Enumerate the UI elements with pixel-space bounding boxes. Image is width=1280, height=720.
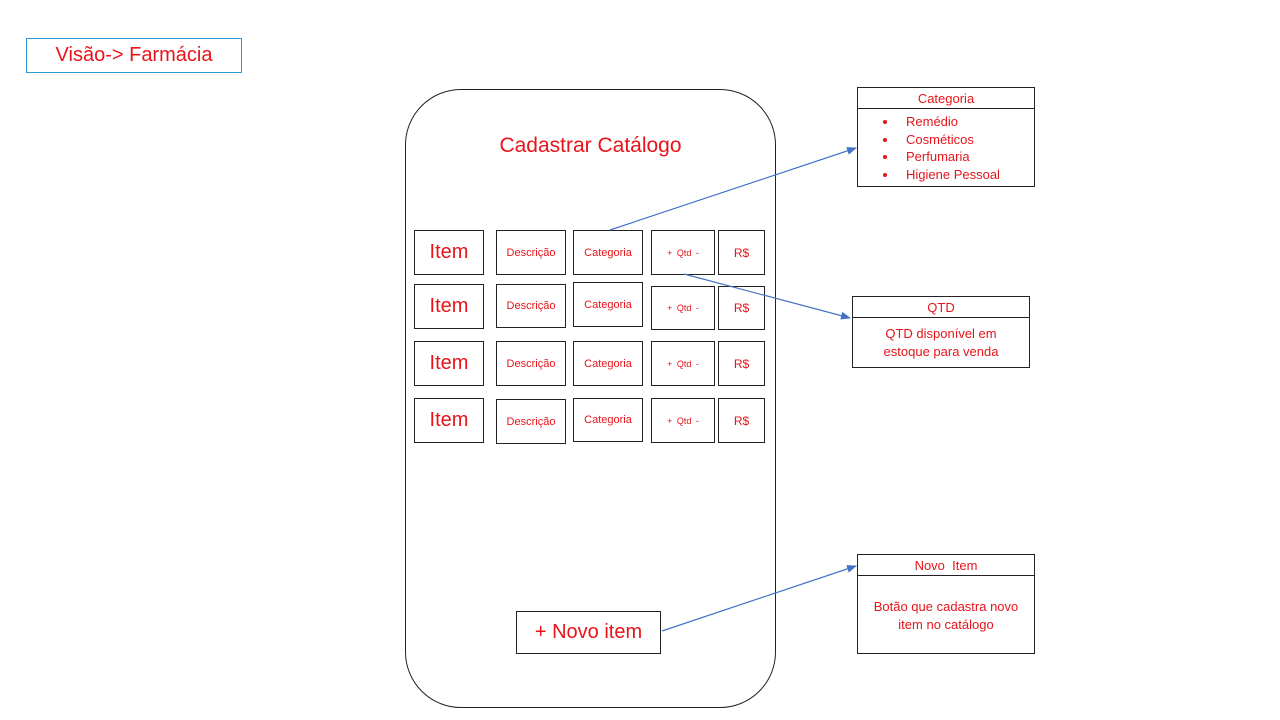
descricao-field[interactable]: Descrição	[496, 284, 566, 328]
novo-item-note-body: Botão que cadastra novo item no catálogo	[873, 599, 1019, 632]
qtd-stepper[interactable]: + Qtd -	[651, 341, 715, 386]
price-field[interactable]: R$	[718, 398, 765, 443]
descricao-field[interactable]: Descrição	[496, 341, 566, 386]
categoria-list-item: Cosméticos	[898, 131, 1034, 149]
page-title: Visão-> Farmácia	[26, 38, 242, 73]
item-field[interactable]: Item	[414, 284, 484, 329]
categoria-field[interactable]: Categoria	[573, 230, 643, 275]
price-field[interactable]: R$	[718, 286, 765, 330]
qtd-note-header: QTD	[853, 297, 1029, 318]
screen-title: Cadastrar Catálogo	[499, 134, 682, 157]
categoria-list-item: Higiene Pessoal	[898, 166, 1034, 184]
categoria-field[interactable]: Categoria	[573, 398, 643, 442]
item-field[interactable]: Item	[414, 398, 484, 443]
categoria-field[interactable]: Categoria	[573, 282, 643, 327]
qtd-stepper[interactable]: + Qtd -	[651, 398, 715, 443]
novo-item-note-header: Novo Item	[858, 555, 1034, 576]
price-field[interactable]: R$	[718, 341, 765, 386]
item-field[interactable]: Item	[414, 230, 484, 275]
novo-item-note: Novo Item Botão que cadastra novo item n…	[857, 554, 1035, 654]
new-item-button[interactable]: + Novo item	[516, 611, 661, 654]
qtd-stepper[interactable]: + Qtd -	[651, 230, 715, 275]
descricao-field[interactable]: Descrição	[496, 399, 566, 444]
qtd-note-body: QTD disponível em estoque para venda	[883, 326, 999, 359]
price-field[interactable]: R$	[718, 230, 765, 275]
categoria-list-item: Perfumaria	[898, 148, 1034, 166]
item-field[interactable]: Item	[414, 341, 484, 386]
descricao-field[interactable]: Descrição	[496, 230, 566, 275]
categoria-note: Categoria Remédio Cosméticos Perfumaria …	[857, 87, 1035, 187]
qtd-stepper[interactable]: + Qtd -	[651, 286, 715, 330]
categoria-field[interactable]: Categoria	[573, 341, 643, 386]
categoria-note-header: Categoria	[858, 88, 1034, 109]
categoria-list: Remédio Cosméticos Perfumaria Higiene Pe…	[858, 113, 1034, 183]
qtd-note: QTD QTD disponível em estoque para venda	[852, 296, 1030, 368]
categoria-list-item: Remédio	[898, 113, 1034, 131]
